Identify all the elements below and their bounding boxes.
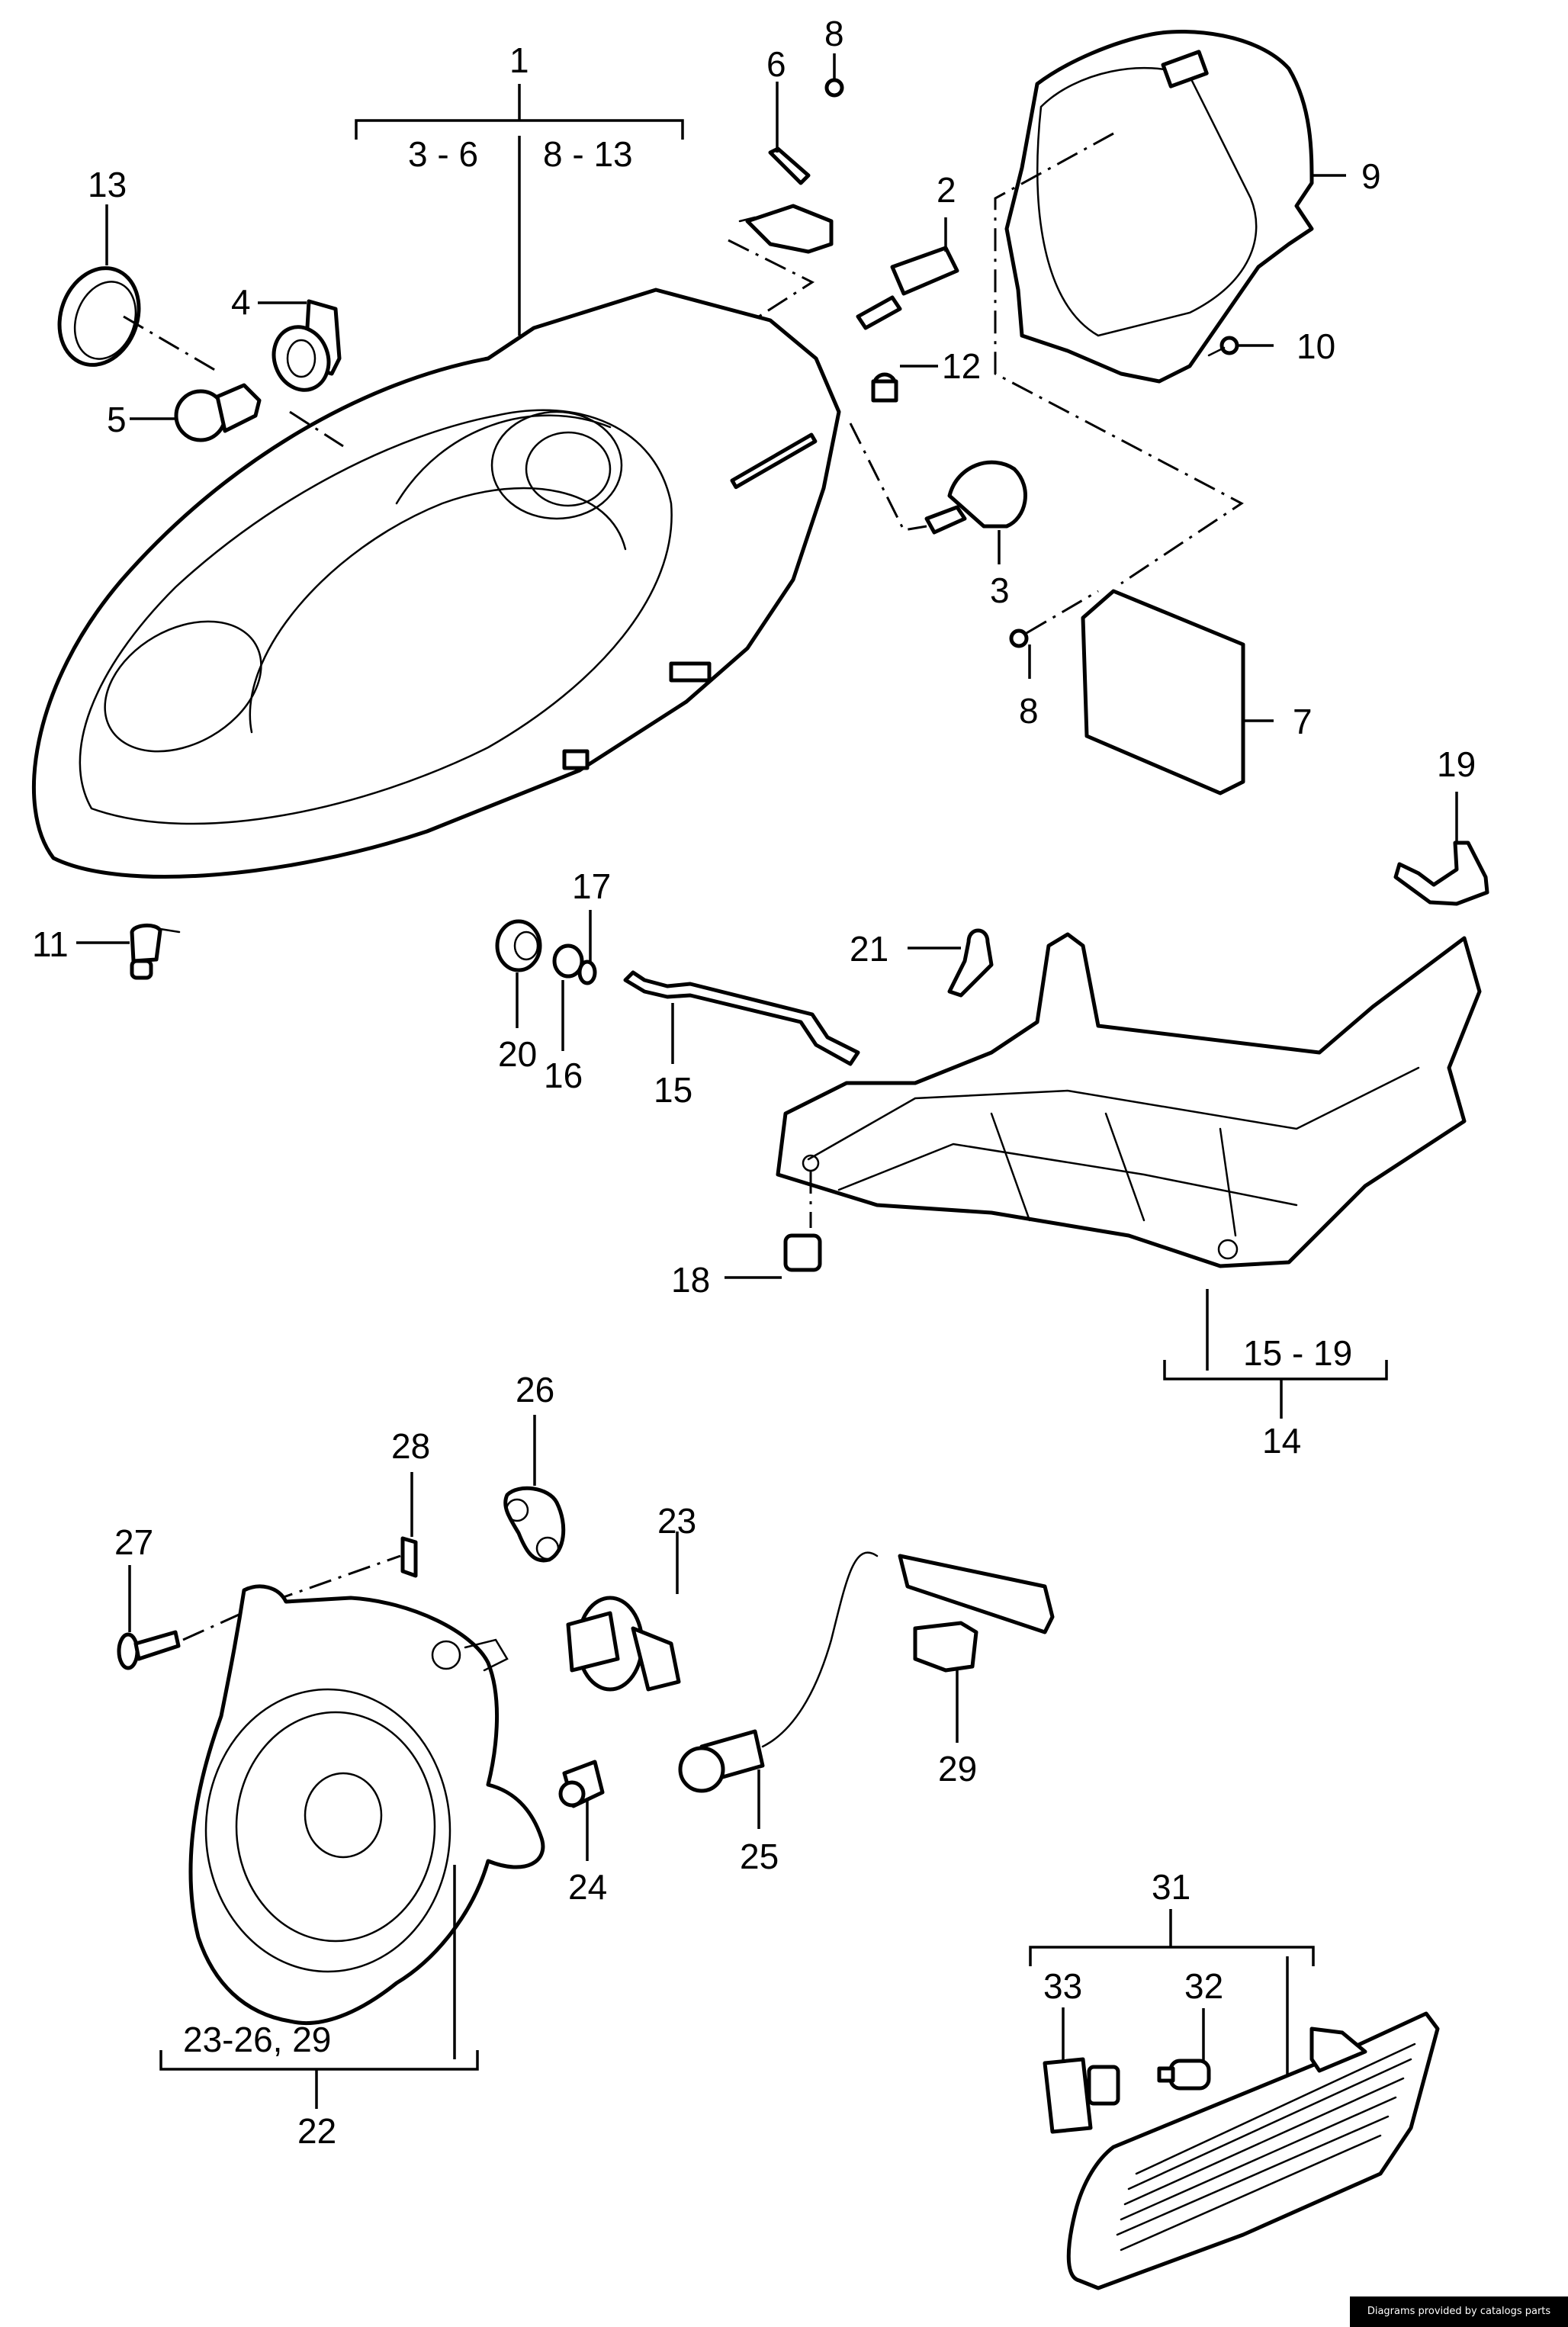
part-21-clip: 21 (850, 928, 994, 998)
callout-1: 1 (509, 40, 529, 80)
part-28-nut: 28 (391, 1426, 430, 1578)
callout-group-22: 23-26, 29 22 (159, 1865, 479, 2151)
callout-5: 5 (107, 400, 127, 439)
part-27-screw: 27 (114, 1522, 181, 1670)
callout-6: 6 (766, 44, 786, 84)
callout-3: 3 (990, 571, 1010, 610)
group-label-3-6: 3 - 6 (408, 134, 478, 174)
part-4-socket: 4 (231, 282, 342, 392)
part-11-clip: 11 (32, 924, 181, 980)
callout-21: 21 (850, 929, 888, 969)
callout-2: 2 (937, 170, 956, 210)
callout-group-14: 15 - 19 14 (1163, 1289, 1388, 1461)
callout-23: 23 (657, 1501, 696, 1541)
part-24-bulb: 24 (558, 1760, 607, 1907)
part-31-side-marker (1066, 2011, 1440, 2290)
callout-24: 24 (568, 1867, 607, 1907)
watermark-credit: Diagrams provided by catalogs parts (1350, 2296, 1568, 2327)
part-7-cover-plate: 7 (1081, 589, 1313, 795)
callout-33: 33 (1043, 1966, 1082, 2006)
part-33-socket: 33 (1043, 1966, 1120, 2134)
callout-group-31: 31 (1029, 1867, 1315, 2097)
callout-9: 9 (1361, 156, 1381, 196)
callout-20: 20 (498, 1034, 537, 1074)
callout-16: 16 (544, 1056, 583, 1095)
group-label-23-26-29: 23-26, 29 (183, 2020, 331, 2059)
callout-18: 18 (671, 1260, 710, 1300)
part-32-bulb: 32 (1157, 1966, 1223, 2091)
callout-19: 19 (1437, 744, 1476, 784)
callout-29: 29 (938, 1749, 977, 1789)
part-8-screw-top: 8 (824, 14, 844, 98)
callout-32: 32 (1184, 1966, 1223, 2006)
callout-7: 7 (1293, 702, 1313, 741)
part-16-grommet: 16 (544, 943, 584, 1095)
part-6-leveling-motor: 6 (738, 44, 834, 254)
callout-10: 10 (1296, 326, 1335, 366)
part-26-clip: 26 (503, 1370, 566, 1563)
group-label-15-19: 15 - 19 (1243, 1333, 1352, 1373)
part-fog-light-housing (188, 1584, 545, 2026)
part-29-clip: 29 (913, 1621, 978, 1789)
callout-13: 13 (88, 165, 127, 204)
part-20-grommet: 20 (495, 919, 542, 1074)
callout-12: 12 (942, 346, 981, 386)
callout-8-top: 8 (824, 14, 844, 53)
callout-group-1: 1 3 - 6 8 - 13 (355, 40, 684, 336)
callout-4: 4 (231, 282, 251, 322)
part-25-harness: 25 (678, 1551, 1055, 1876)
part-9-rear-cover: 9 (1004, 30, 1381, 384)
callout-31: 31 (1152, 1867, 1190, 1907)
callout-17: 17 (572, 866, 611, 906)
callout-27: 27 (114, 1522, 153, 1562)
callout-14: 14 (1262, 1421, 1301, 1461)
part-2-bulb: 2 (856, 170, 959, 330)
part-8-screw-lower: 8 (1009, 590, 1099, 731)
part-18-grommet: 18 (671, 1233, 822, 1300)
callout-28: 28 (391, 1426, 430, 1466)
part-12-clip: 12 (871, 346, 981, 403)
callout-11: 11 (32, 924, 69, 964)
callout-15: 15 (654, 1070, 692, 1110)
group-label-8-13: 8 - 13 (543, 134, 633, 174)
part-17-washer: 17 (572, 866, 611, 985)
part-23-bulb: 23 (566, 1501, 696, 1692)
part-10-screw: 10 (1207, 326, 1335, 366)
callout-25: 25 (740, 1837, 779, 1876)
part-bracket-frame (776, 932, 1482, 1268)
callout-8-lower: 8 (1019, 691, 1039, 731)
callout-26: 26 (516, 1370, 554, 1409)
callout-22: 22 (297, 2111, 336, 2151)
part-3-bulb: 3 (924, 460, 1027, 610)
part-5-bulb: 5 (107, 383, 262, 442)
part-13-cap: 13 (57, 165, 141, 367)
part-19-clip: 19 (1393, 744, 1489, 906)
headlight-housing (31, 288, 841, 879)
part-15-hose: 15 (623, 970, 860, 1110)
